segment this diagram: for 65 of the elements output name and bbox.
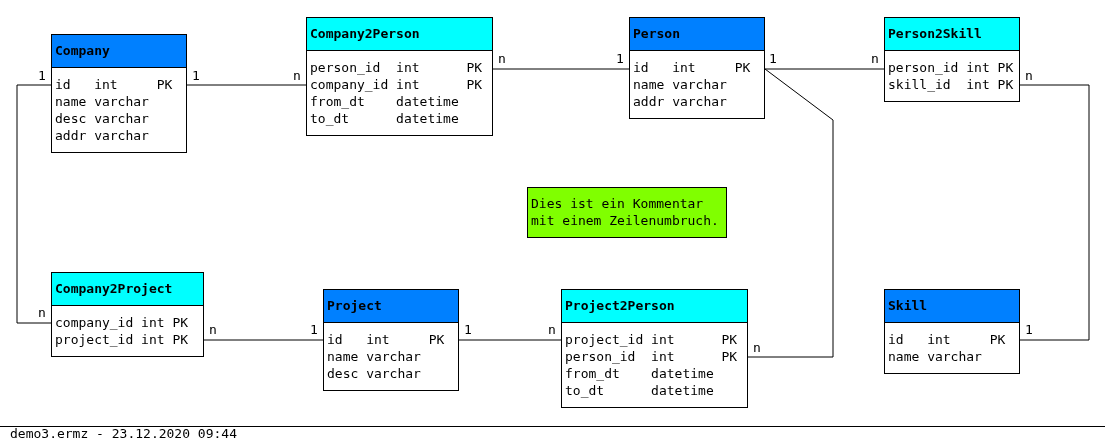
table-row-text: to_dt datetime bbox=[565, 382, 715, 399]
cardinality-label: 1 bbox=[310, 323, 318, 337]
cardinality-label: n bbox=[753, 341, 761, 355]
cardinality-label: 1 bbox=[192, 69, 200, 83]
table-row-text: company_id int PK bbox=[55, 314, 190, 331]
entity-table bbox=[51, 34, 187, 153]
table-row-text: to_dt datetime bbox=[310, 110, 460, 127]
relationship-line bbox=[764, 68, 885, 70]
relationship-line bbox=[747, 68, 834, 358]
table-row-text: name varchar bbox=[633, 76, 728, 93]
table-header: Person bbox=[630, 18, 764, 51]
relationship-line bbox=[203, 339, 324, 341]
table-row-text: from_dt datetime bbox=[310, 93, 460, 110]
cardinality-label: n bbox=[38, 306, 46, 320]
table-row-text: desc varchar bbox=[55, 110, 150, 127]
table-header: Project2Person bbox=[562, 290, 747, 323]
table-row-text: name varchar bbox=[55, 93, 150, 110]
entity-table bbox=[884, 17, 1020, 102]
table-row-text: name varchar bbox=[327, 348, 422, 365]
cardinality-label: n bbox=[209, 323, 217, 337]
entity-table bbox=[884, 289, 1020, 374]
table-row-text: desc varchar bbox=[327, 365, 422, 382]
relationship-line bbox=[458, 339, 562, 341]
table-header: Company bbox=[52, 35, 186, 68]
table-header: Project bbox=[324, 290, 458, 323]
entity-table bbox=[306, 17, 493, 136]
relationship-line bbox=[16, 84, 52, 324]
comment-note: Dies ist ein Kommentar mit einem Zeilenumbruch. bbox=[527, 187, 727, 238]
cardinality-label: 1 bbox=[769, 52, 777, 66]
table-row-text: id int PK bbox=[327, 331, 446, 348]
table-row-text: company_id int PK bbox=[310, 76, 484, 93]
entity-table bbox=[323, 289, 459, 391]
relationship-line bbox=[1019, 84, 1090, 341]
cardinality-label: 1 bbox=[1025, 323, 1033, 337]
table-header: Company2Project bbox=[52, 273, 203, 306]
table-row-text: id int PK bbox=[888, 331, 1007, 348]
table-row-text: project_id int PK bbox=[565, 331, 739, 348]
cardinality-label: n bbox=[548, 323, 556, 337]
cardinality-label: 1 bbox=[464, 323, 472, 337]
entity-table bbox=[629, 17, 765, 119]
table-row-text: from_dt datetime bbox=[565, 365, 715, 382]
footer-text: demo3.ermz - 23.12.2020 09:44 bbox=[10, 427, 237, 441]
entity-table bbox=[561, 289, 748, 408]
cardinality-label: n bbox=[293, 69, 301, 83]
cardinality-label: 1 bbox=[616, 52, 624, 66]
table-header: Skill bbox=[885, 290, 1019, 323]
table-row-text: id int PK bbox=[55, 76, 174, 93]
table-row-text: addr varchar bbox=[633, 93, 728, 110]
cardinality-label: n bbox=[1025, 69, 1033, 83]
relationship-line bbox=[492, 68, 630, 70]
table-header: Person2Skill bbox=[885, 18, 1019, 51]
table-header: Company2Person bbox=[307, 18, 492, 51]
table-row-text: person_id int PK bbox=[565, 348, 739, 365]
cardinality-label: 1 bbox=[38, 69, 46, 83]
table-row-text: id int PK bbox=[633, 59, 752, 76]
table-row-text: person_id int PK bbox=[310, 59, 484, 76]
table-row-text: name varchar bbox=[888, 348, 983, 365]
relationship-line bbox=[186, 84, 307, 86]
table-row-text: project_id int PK bbox=[55, 331, 190, 348]
table-row-text: person_id int PK bbox=[888, 59, 1015, 76]
cardinality-label: n bbox=[498, 52, 506, 66]
cardinality-label: n bbox=[871, 52, 879, 66]
entity-table bbox=[51, 272, 204, 357]
table-row-text: skill_id int PK bbox=[888, 76, 1015, 93]
table-row-text: addr varchar bbox=[55, 127, 150, 144]
